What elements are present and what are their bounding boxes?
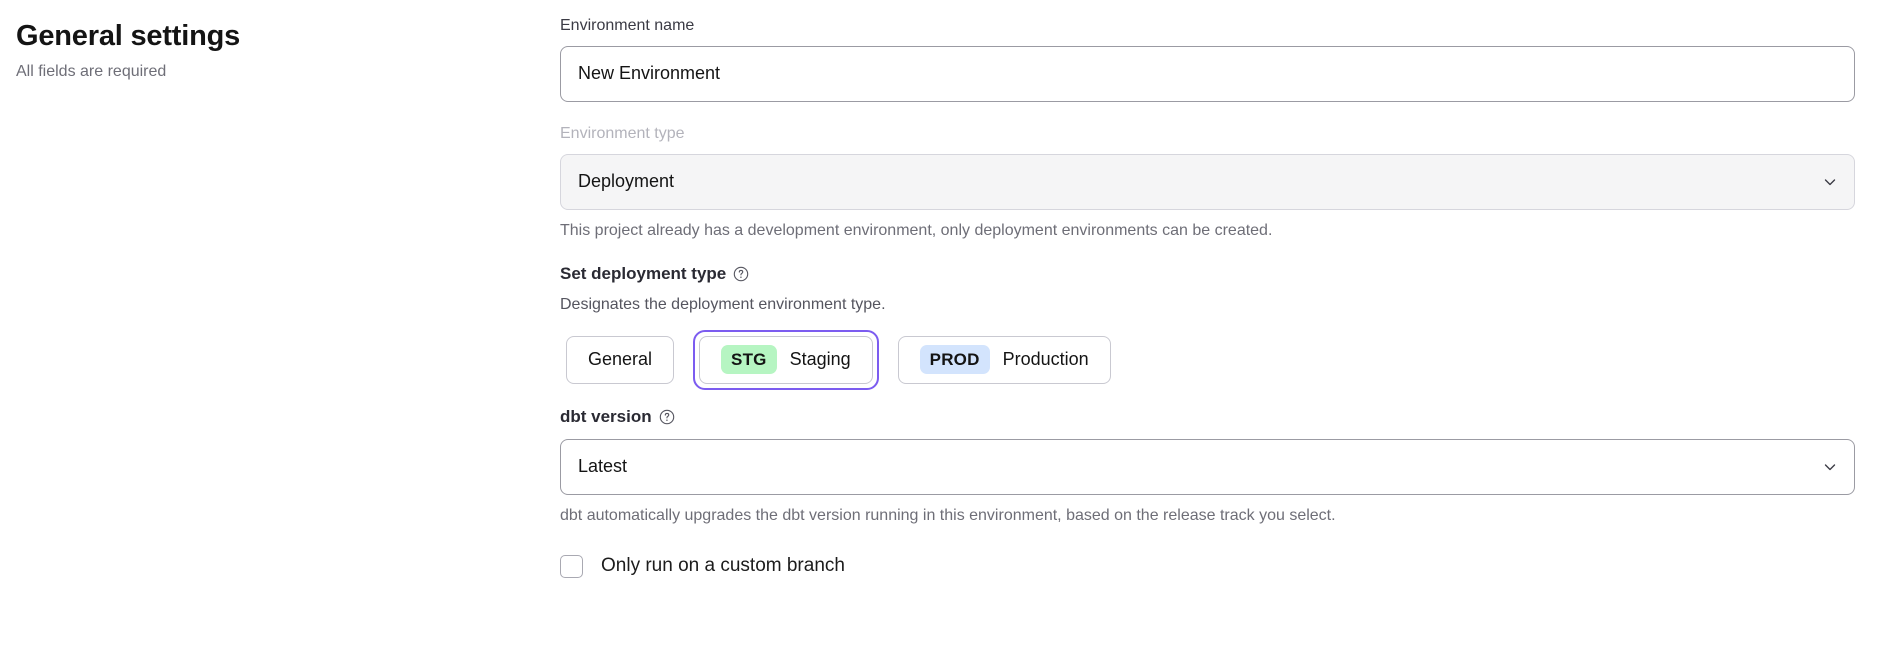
- custom-branch-row: Only run on a custom branch: [560, 554, 1855, 578]
- deployment-type-field: Set deployment type Designates the deplo…: [560, 263, 1855, 390]
- deployment-type-option-production-wrapper: PROD Production: [892, 330, 1117, 390]
- dbt-version-helper-text: dbt automatically upgrades the dbt versi…: [560, 506, 1336, 524]
- custom-branch-checkbox[interactable]: [560, 554, 583, 578]
- settings-header-column: General settings All fields are required: [0, 14, 560, 660]
- deployment-type-option-production[interactable]: PROD Production: [897, 335, 1111, 384]
- settings-form-column: Environment name Environment type Deploy…: [560, 14, 1888, 660]
- environment-name-label: Environment name: [560, 17, 695, 34]
- environment-type-select[interactable]: Deployment: [560, 153, 1855, 210]
- dbt-version-field: dbt version Latest dbt aut: [560, 406, 1855, 527]
- production-badge: PROD: [919, 345, 990, 375]
- environment-type-select-wrapper: Deployment: [560, 153, 1855, 210]
- question-circle-icon[interactable]: [659, 409, 675, 425]
- page-subtitle: All fields are required: [16, 63, 167, 81]
- deployment-type-option-production-label: Production: [1002, 349, 1089, 370]
- deployment-type-option-staging-wrapper: STG Staging: [693, 329, 879, 390]
- environment-name-field: Environment name: [560, 16, 1855, 102]
- dbt-version-label: dbt version: [560, 406, 652, 426]
- deployment-type-option-general-label: General: [588, 349, 653, 370]
- environment-type-helper-text: This project already has a development e…: [560, 221, 1273, 239]
- dbt-version-select-wrapper: Latest: [560, 438, 1855, 495]
- environment-type-label: Environment type: [560, 124, 685, 142]
- deployment-type-option-staging-label: Staging: [789, 349, 851, 370]
- deployment-type-description: Designates the deployment environment ty…: [560, 296, 886, 314]
- deployment-type-option-general[interactable]: General: [566, 335, 675, 384]
- deployment-type-label: Set deployment type: [560, 264, 727, 284]
- question-circle-icon[interactable]: [733, 266, 749, 282]
- dbt-version-label-row: dbt version: [560, 406, 1855, 428]
- deployment-type-segment-group: General STG Staging PROD Production: [560, 329, 1855, 390]
- environment-name-input[interactable]: [560, 45, 1855, 102]
- deployment-type-label-row: Set deployment type: [560, 263, 1855, 285]
- environment-type-field: Environment type Deployment This project…: [560, 124, 1855, 241]
- deployment-type-option-staging[interactable]: STG Staging: [699, 335, 873, 384]
- staging-badge: STG: [721, 345, 777, 375]
- custom-branch-label[interactable]: Only run on a custom branch: [601, 554, 845, 576]
- page-title: General settings: [16, 20, 241, 52]
- deployment-type-option-general-wrapper: General: [560, 330, 680, 390]
- dbt-version-select[interactable]: Latest: [560, 438, 1855, 495]
